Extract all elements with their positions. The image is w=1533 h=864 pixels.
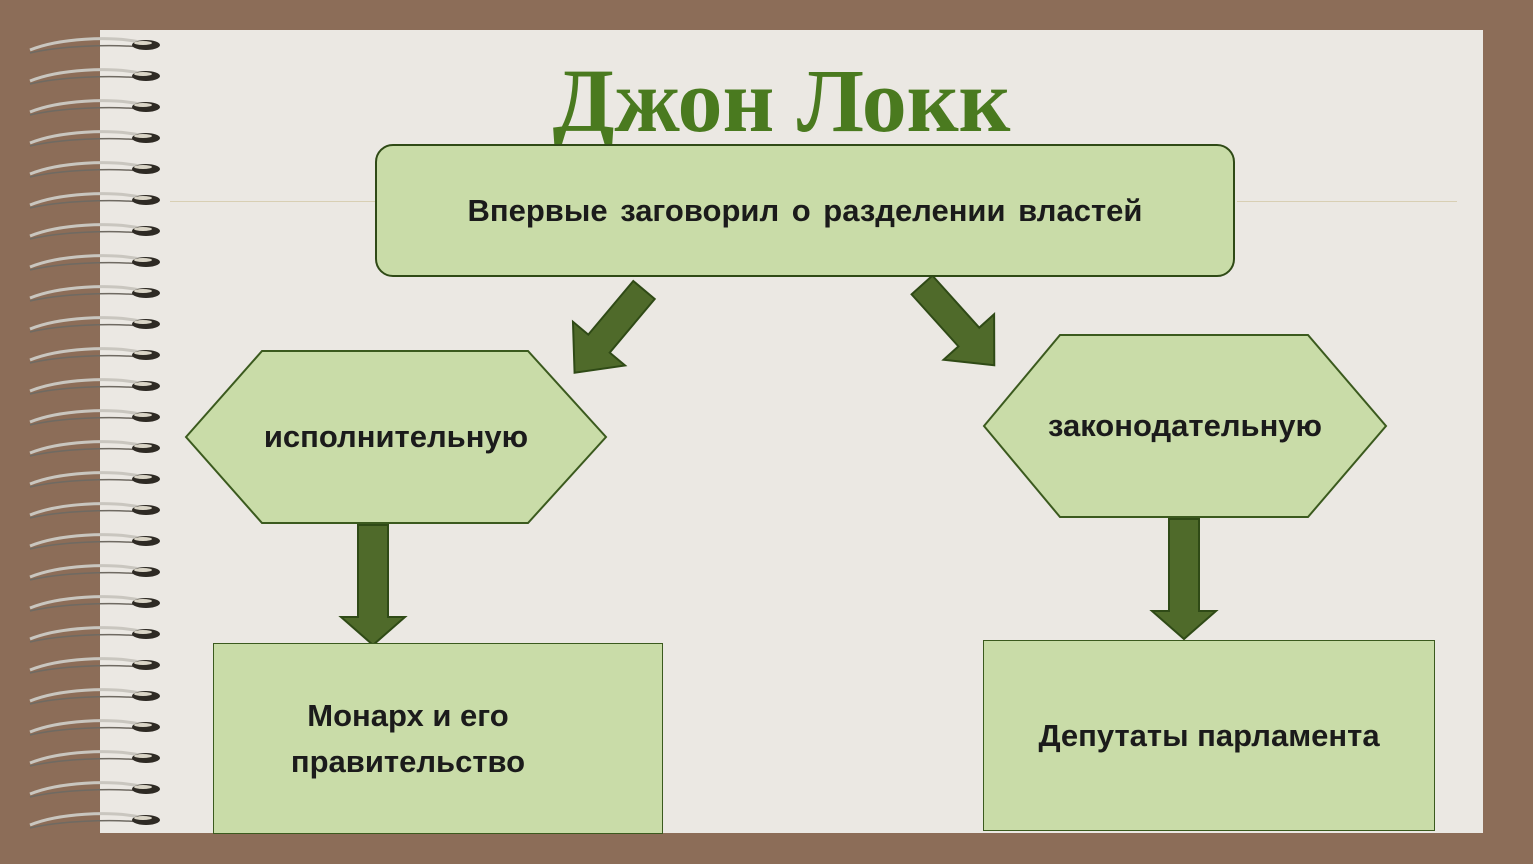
arrow-to-deputies [1149, 518, 1219, 641]
spiral-ring-shadow [29, 478, 141, 488]
spiral-ring-shadow [29, 230, 141, 240]
spiral-shine [134, 785, 152, 789]
spiral-ring-shadow [29, 788, 141, 798]
spiral-shine [134, 723, 152, 727]
rule-line-right [1237, 201, 1457, 202]
root-text: Впервые заговорил о разделении властей [467, 192, 1143, 228]
spiral-ring-shadow [29, 695, 141, 705]
spiral-shine [134, 754, 152, 758]
deputies-box: Депутаты парламента [983, 640, 1435, 831]
spiral-shine [134, 816, 152, 820]
executive-hexagon [184, 350, 608, 524]
legislative-hexagon [982, 334, 1388, 518]
spiral-ring-shadow [29, 664, 141, 674]
monarch-text-line1: Монарх и его [307, 697, 509, 733]
spiral-ring [29, 347, 141, 362]
spiral-ring [29, 533, 141, 548]
spiral-ring [29, 471, 141, 486]
spiral-ring-shadow [29, 757, 141, 767]
monarch-box: Монарх и его правительство [213, 643, 663, 834]
spiral-shine [134, 413, 152, 417]
spiral-shine [134, 692, 152, 696]
spiral-ring [29, 750, 141, 765]
spiral-ring-shadow [29, 75, 141, 85]
spiral-ring [29, 812, 141, 827]
spiral-ring-shadow [29, 571, 141, 581]
spiral-ring-shadow [29, 137, 141, 147]
arrow-to-executive [571, 279, 657, 374]
spiral-ring [29, 378, 141, 393]
spiral-shine [134, 134, 152, 138]
spiral-shine [134, 661, 152, 665]
monarch-text-line2: правительство [290, 743, 526, 779]
spiral-ring [29, 285, 141, 300]
legislative-label: законодательную [1047, 408, 1323, 443]
spiral-shine [134, 382, 152, 386]
spiral-binding [29, 37, 160, 829]
spiral-shine [134, 41, 152, 45]
spiral-ring-shadow [29, 819, 141, 829]
spiral-shine [134, 537, 152, 541]
spiral-ring-shadow [29, 509, 141, 519]
spiral-ring [29, 37, 141, 52]
spiral-shine [134, 568, 152, 572]
spiral-shine [134, 289, 152, 293]
arrow-to-legislative [910, 274, 996, 367]
spiral-ring-shadow [29, 261, 141, 271]
spiral-ring-shadow [29, 106, 141, 116]
spiral-shine [134, 506, 152, 510]
spiral-ring [29, 192, 141, 207]
spiral-shine [134, 630, 152, 634]
spiral-shine [134, 196, 152, 200]
spiral-ring-shadow [29, 602, 141, 612]
spiral-ring [29, 564, 141, 579]
spiral-ring [29, 316, 141, 331]
spiral-ring [29, 440, 141, 455]
spiral-shine [134, 351, 152, 355]
spiral-ring-shadow [29, 168, 141, 178]
spiral-ring-shadow [29, 354, 141, 364]
spiral-ring-shadow [29, 416, 141, 426]
deputies-text: Депутаты парламента [1038, 717, 1380, 753]
page-title: Джон Локк [552, 52, 1011, 151]
spiral-ring-shadow [29, 633, 141, 643]
arrow-to-monarch [338, 524, 408, 647]
spiral-shine [134, 258, 152, 262]
spiral-shine [134, 165, 152, 169]
spiral-shine [134, 72, 152, 76]
spiral-shine [134, 227, 152, 231]
spiral-ring [29, 595, 141, 610]
spiral-ring [29, 223, 141, 238]
spiral-ring [29, 99, 141, 114]
spiral-shine [134, 444, 152, 448]
spiral-ring [29, 719, 141, 734]
spiral-shine [134, 320, 152, 324]
spiral-ring-shadow [29, 726, 141, 736]
spiral-shine [134, 103, 152, 107]
spiral-ring-shadow [29, 447, 141, 457]
spiral-ring-shadow [29, 385, 141, 395]
spiral-ring [29, 657, 141, 672]
spiral-shine [134, 475, 152, 479]
spiral-ring-shadow [29, 323, 141, 333]
spiral-ring [29, 409, 141, 424]
spiral-ring-shadow [29, 199, 141, 209]
root-box: Впервые заговорил о разделении властей [375, 144, 1235, 277]
rule-line-left [170, 201, 375, 202]
executive-label: исполнительную [263, 419, 529, 454]
spiral-ring [29, 68, 141, 83]
spiral-ring [29, 502, 141, 517]
spiral-ring [29, 688, 141, 703]
spiral-ring [29, 626, 141, 641]
spiral-ring-shadow [29, 540, 141, 550]
spiral-shine [134, 599, 152, 603]
spiral-ring-shadow [29, 292, 141, 302]
spiral-ring [29, 781, 141, 796]
spiral-ring [29, 130, 141, 145]
spiral-ring [29, 161, 141, 176]
spiral-ring [29, 254, 141, 269]
spiral-ring-shadow [29, 44, 141, 54]
